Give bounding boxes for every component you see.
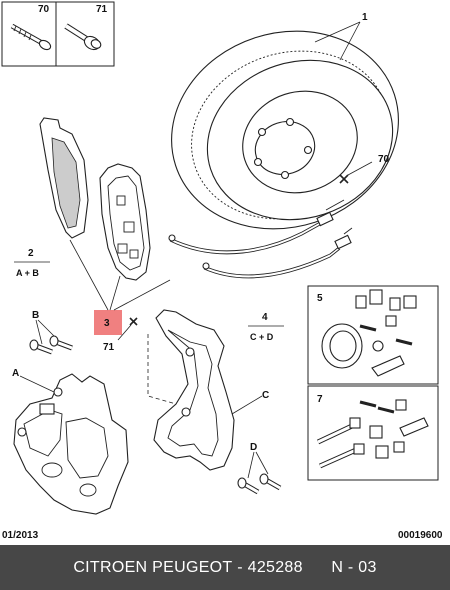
bolt-70-icon xyxy=(10,23,52,51)
callout-4-sub: C + D xyxy=(250,332,274,342)
footer-position: N - 03 xyxy=(331,558,377,576)
kit-box-7: 7 xyxy=(307,385,439,481)
bolt-box-group: 70 71 xyxy=(1,1,115,67)
parts-diagram: 70 71 1 xyxy=(1,1,443,541)
brake-disc xyxy=(171,30,399,230)
callout-2-sub: A + B xyxy=(16,268,39,278)
bolt-D-icon xyxy=(237,473,282,495)
reference-code: 00019600 xyxy=(398,530,443,541)
callout-C: C xyxy=(262,390,269,401)
bolt-71-icon xyxy=(64,23,102,51)
footer-separator: - xyxy=(232,558,248,576)
callout-1: 1 xyxy=(362,12,368,23)
callout-B: B xyxy=(32,310,39,321)
callout-3: 3 xyxy=(104,318,110,329)
callout-71-pad: 71 xyxy=(103,342,115,353)
brake-caliper xyxy=(13,373,129,515)
footer-bar: CITROEN PEUGEOT - 425288 N - 03 xyxy=(0,545,450,590)
brake-pad-rear xyxy=(99,163,151,281)
date-code: 01/2013 xyxy=(2,530,39,541)
callout-71-top: 71 xyxy=(96,4,108,15)
bolt-B-icon xyxy=(29,335,73,355)
footer-part-number: 425288 xyxy=(247,558,303,576)
callout-4: 4 xyxy=(262,312,268,323)
brake-pad-front xyxy=(39,117,89,239)
callout-2: 2 xyxy=(28,248,34,259)
disc-screw-cross-icon xyxy=(339,174,349,184)
callout-70-top: 70 xyxy=(38,4,50,15)
callout-5: 5 xyxy=(317,293,323,304)
callout-70-disc: 70 xyxy=(378,154,390,165)
callout-D: D xyxy=(250,442,257,453)
pad-screw-cross-icon xyxy=(129,317,138,326)
kit-box-5: 5 xyxy=(307,285,439,385)
wear-sensor-wires xyxy=(168,199,353,279)
callout-A: A xyxy=(12,368,19,379)
caliper-carrier xyxy=(153,309,235,471)
callout-7: 7 xyxy=(317,394,323,405)
footer-brand: CITROEN PEUGEOT xyxy=(73,558,233,576)
callout-3-highlight xyxy=(94,310,122,335)
